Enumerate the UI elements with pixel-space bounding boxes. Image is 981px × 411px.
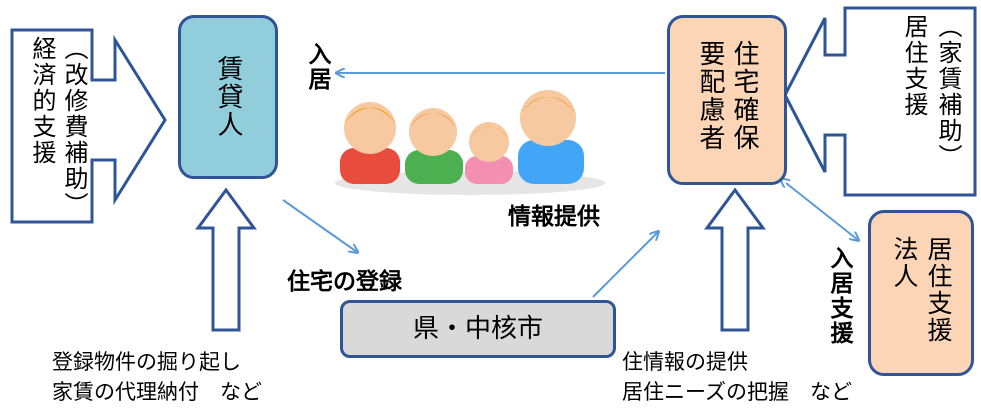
node-pref-city: 県・中核市 [340,300,616,358]
label-jutaku-toroku: 住宅の登録 [287,269,402,295]
callout-kyoju: （家賃補助）居住支援 [900,14,962,170]
note-left-2: 家賃の代理納付 など [52,380,262,404]
node-kyoju-shien-hojin-label: 居住支援法人 [890,236,953,344]
note-left-1: 登録物件の掘り起し [52,350,241,374]
arrow-toroku [282,199,357,252]
label-joho-teikyo: 情報提供 [508,204,600,230]
arrow-joho [592,232,658,298]
right-callout-shape [783,6,977,197]
note-right-2: 居住ニーズの把握 など [622,380,852,404]
node-chintai: 賃貸人 [178,15,278,179]
node-pref-city-label: 県・中核市 [412,314,543,344]
label-nyukyo: 入居 [304,42,330,92]
left-callout-shape [10,28,167,224]
callout-keizai: （改修費補助）経済的支援 [28,36,88,206]
node-jutaku-kakuho-label: 住宅確保要配慮者 [695,40,759,152]
family-illustration [335,90,605,195]
label-nyukyo-shien: 入居支援 [826,246,852,346]
node-jutaku-kakuho: 住宅確保要配慮者 [667,15,787,185]
node-chintai-label: 賃貸人 [213,55,243,139]
node-kyoju-shien-hojin: 居住支援法人 [868,210,974,376]
arrow-nyukyo-shien [786,183,858,240]
up-arrow-right [704,187,766,332]
up-arrow-left [195,187,257,332]
note-right-1: 住情報の提供 [622,350,748,374]
